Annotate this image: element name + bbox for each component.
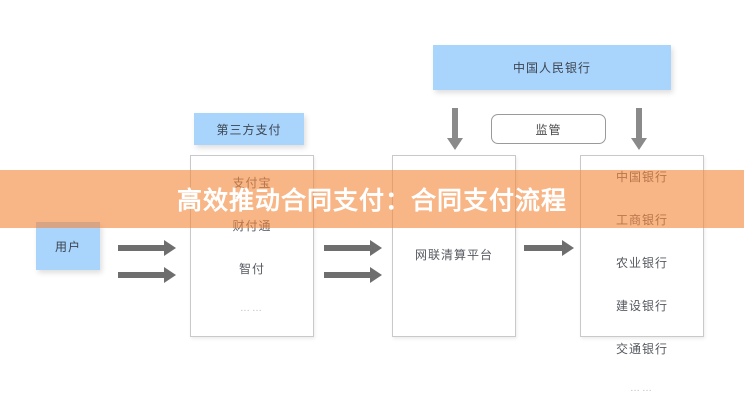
list-item: 交通银行	[615, 342, 668, 356]
clearing-platform-list: 网联清算平台	[393, 156, 515, 263]
node-third-party-payment-label: 第三方支付	[216, 122, 282, 137]
list-item: ……	[240, 303, 264, 314]
arrow-down-right-icon	[631, 108, 647, 150]
list-item: 建设银行	[615, 299, 668, 313]
list-item: 智付	[238, 262, 265, 276]
list-item: 网联清算平台	[414, 248, 493, 262]
overlay-title-band: 高效推动合同支付：合同支付流程	[0, 170, 744, 228]
list-item: 农业银行	[615, 256, 668, 270]
node-central-bank-label: 中国人民银行	[512, 61, 591, 75]
node-user-label: 用户	[54, 239, 81, 254]
arrow-down-left-icon	[447, 108, 463, 150]
node-third-party-payment: 第三方支付	[194, 113, 304, 145]
node-user: 用户	[36, 222, 100, 270]
list-item: ……	[630, 383, 654, 394]
node-supervision: 监管	[491, 114, 606, 144]
node-central-bank: 中国人民银行	[433, 45, 671, 90]
overlay-title-text: 高效推动合同支付：合同支付流程	[176, 187, 567, 215]
node-supervision-label: 监管	[535, 122, 562, 137]
